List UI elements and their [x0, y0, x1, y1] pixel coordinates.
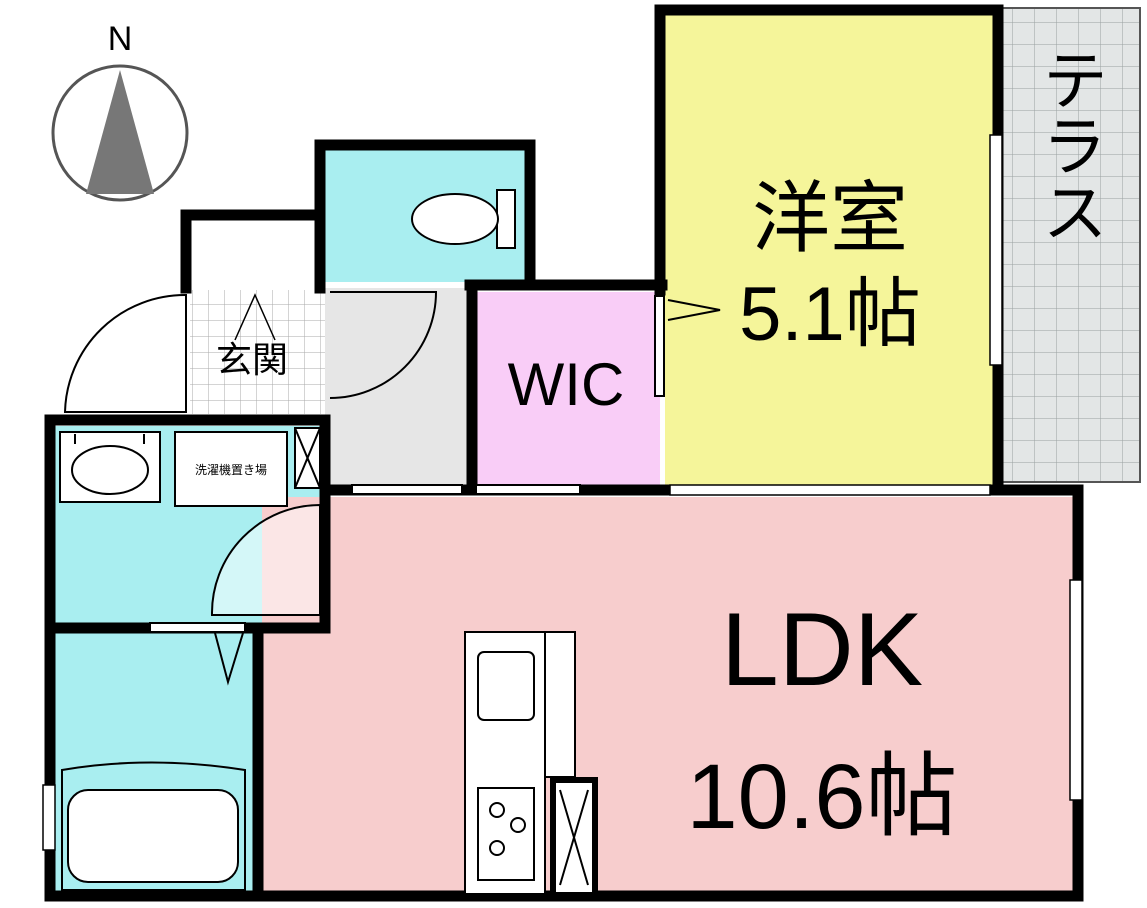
entrance-floor [190, 290, 325, 414]
ldk-floor [262, 497, 1075, 894]
stove-burner-icon [489, 840, 505, 856]
western-room-size: 5.1帖 [739, 272, 921, 357]
kitchen-duct-icon [550, 777, 598, 898]
stove-burner-icon [510, 817, 526, 833]
ldk-window [1069, 579, 1083, 801]
washroom-door-opening [149, 622, 246, 633]
bathroom-door-marker [214, 632, 244, 686]
western-room-floor [665, 13, 995, 491]
kitchen-counter [464, 631, 576, 895]
compass: N [51, 20, 189, 202]
western-room-window [989, 134, 1003, 366]
washbasin-icon [59, 431, 161, 503]
compass-north-label: N [108, 20, 133, 58]
stove-burner-icon [489, 802, 505, 818]
entrance-door-swing [63, 293, 187, 413]
ldk-name: LDK [721, 592, 923, 708]
laundry-label: 洗濯機置き場 [195, 462, 267, 477]
windows [42, 134, 1083, 851]
western-room-sliding-door [669, 484, 991, 496]
bathroom-window [42, 784, 56, 851]
washroom-door-swing [210, 504, 321, 616]
hall-door-opening [351, 484, 463, 495]
entrance-name: 玄関 [216, 339, 288, 380]
wic-side-opening [654, 295, 665, 397]
western-room-door-marker [667, 299, 721, 321]
entrance-step-marker [234, 293, 276, 341]
terrace-floor [997, 7, 1141, 483]
wic-name: WIC [508, 351, 625, 418]
laundry-area [174, 431, 288, 507]
western-room-name: 洋室 [752, 174, 908, 262]
wic-floor [477, 292, 660, 486]
hall-floor [325, 288, 470, 486]
duct-icon [294, 427, 321, 489]
compass-arrow-icon [86, 70, 154, 194]
bathtub-icon [61, 761, 246, 891]
doors [63, 291, 721, 686]
terrace-name: テラス [1033, 46, 1107, 244]
toilet-fixture-icon [411, 189, 516, 249]
ldk-size: 10.6帖 [686, 746, 957, 848]
terrace-label: テラス [1033, 46, 1107, 244]
toilet-door-swing [329, 291, 438, 399]
wic-door-opening [475, 484, 581, 495]
